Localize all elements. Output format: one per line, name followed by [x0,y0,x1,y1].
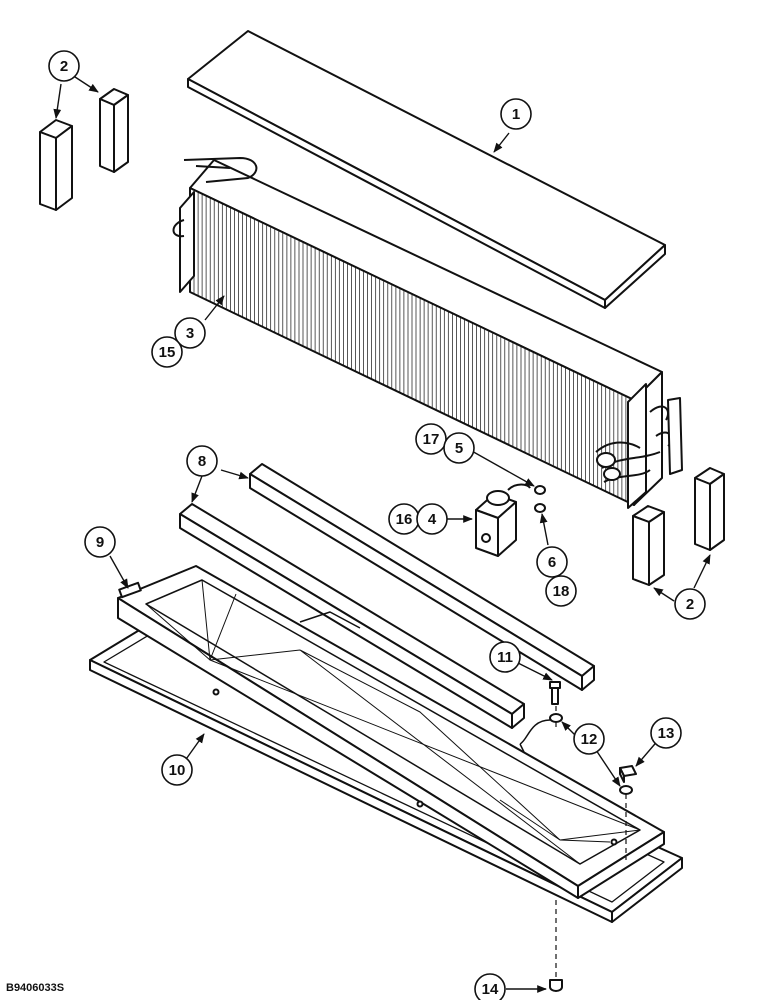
svg-text:15: 15 [159,344,176,361]
callout-5: 5 [443,432,475,464]
callout-6: 6 [536,546,568,578]
drain-pan [117,565,665,899]
svg-text:14: 14 [482,981,499,998]
svg-text:12: 12 [581,731,598,748]
o-ring-lower [534,503,546,513]
callout-13: 13 [650,717,682,749]
o-ring-upper [534,485,546,495]
evaporator-core [172,157,683,509]
callout-10: 10 [161,754,193,786]
svg-text:5: 5 [455,440,463,457]
callout-14: 14 [474,973,506,1000]
nut [619,765,637,783]
callout-8: 8 [186,445,218,477]
washer-upper [549,713,563,723]
callout-2-top: 2 [48,50,80,82]
svg-text:6: 6 [548,554,556,571]
svg-text:2: 2 [60,58,68,75]
svg-text:9: 9 [96,534,104,551]
callout-18: 18 [545,575,577,607]
foam-block-right-2 [694,467,725,551]
svg-text:3: 3 [186,325,194,342]
svg-text:18: 18 [553,583,570,600]
callout-9: 9 [84,526,116,558]
bolt [549,681,561,705]
svg-text:1: 1 [512,106,520,123]
callout-3: 3 [174,317,206,349]
callout-1: 1 [500,98,532,130]
svg-text:17: 17 [423,431,440,448]
figure-id: B9406033S [6,982,65,994]
foam-block-right-1 [632,505,665,586]
svg-text:2: 2 [686,596,694,613]
top-cover-panel [187,30,666,309]
svg-text:4: 4 [428,511,437,528]
svg-text:11: 11 [497,649,513,666]
svg-text:13: 13 [658,725,675,742]
svg-text:8: 8 [198,453,206,470]
callout-2-right: 2 [674,588,706,620]
bottom-cap [549,979,563,992]
callout-12: 12 [573,723,605,755]
callout-11: 11 [489,641,521,673]
foam-block-top-left-2 [99,88,129,173]
svg-text:16: 16 [396,511,413,528]
callout-17: 17 [415,423,447,455]
washer-lower [619,785,633,795]
callout-15: 15 [151,336,183,368]
foam-block-top-left-1 [39,119,73,211]
callout-4: 4 [416,503,448,535]
callout-16: 16 [388,503,420,535]
expansion-valve [475,483,531,557]
svg-text:10: 10 [169,762,186,779]
seal-strip-rear [249,463,595,691]
